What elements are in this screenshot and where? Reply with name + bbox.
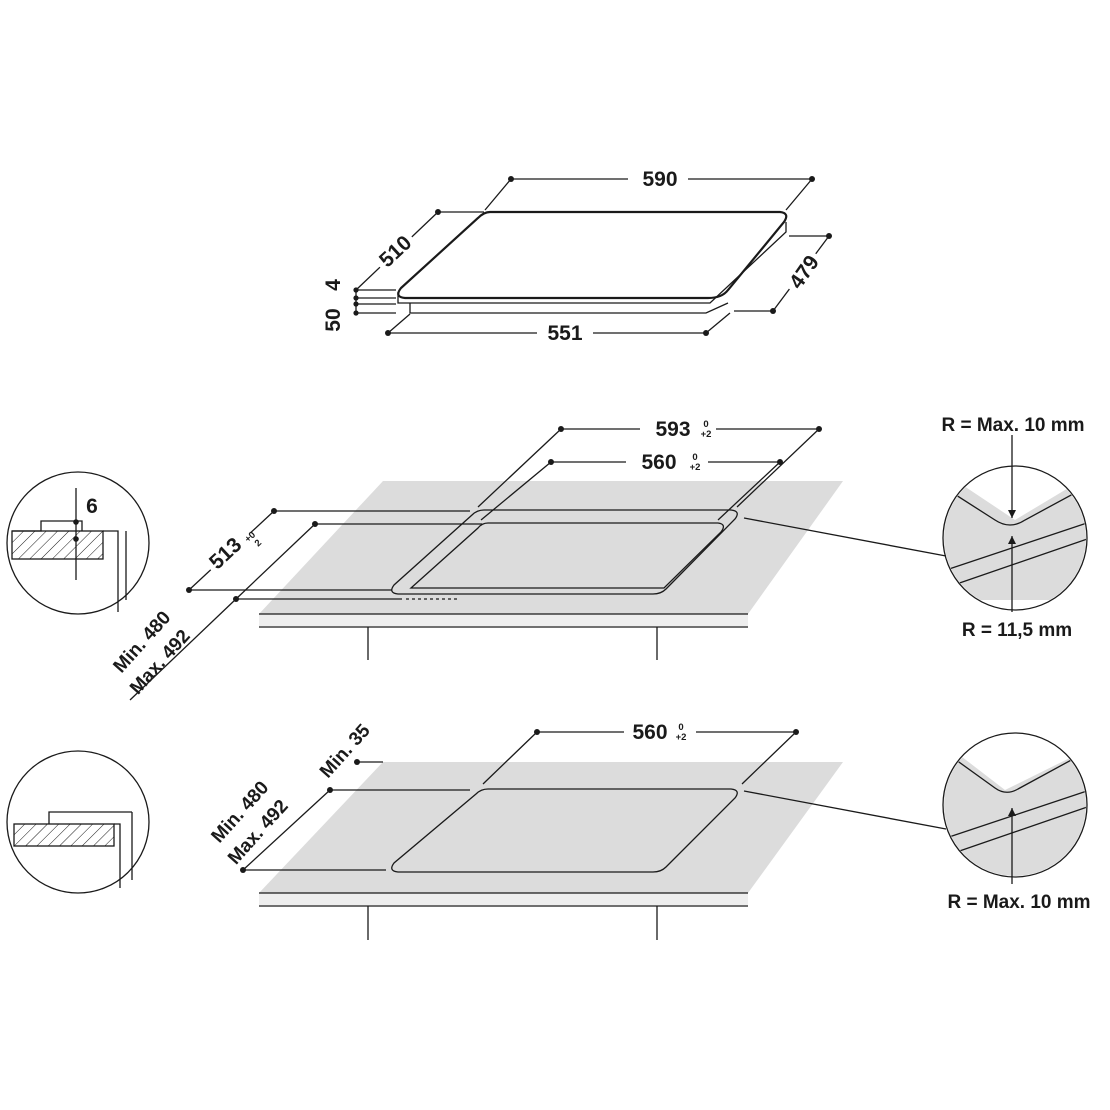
svg-text:0: 0 xyxy=(703,419,708,430)
dim-cut-width: 560 xyxy=(632,721,667,744)
dim-outer-cut-width: 593 xyxy=(655,418,690,441)
svg-text:+2: +2 xyxy=(701,429,712,440)
corner-radius-detail-2: R = Max. 10 mm xyxy=(743,732,1091,913)
through-cut xyxy=(391,788,738,873)
dim-body-width: 551 xyxy=(547,322,582,345)
svg-text:0: 0 xyxy=(692,452,697,463)
through-cut-inner xyxy=(409,522,725,589)
dim-body-height: 50 xyxy=(322,308,345,331)
dim-front-margin: Min. 35 xyxy=(316,720,375,782)
svg-text:+2: +2 xyxy=(690,462,701,473)
standard-section-detail xyxy=(6,750,150,894)
hob-glass-edge xyxy=(397,222,787,304)
rebate-section-detail: 6 xyxy=(6,471,150,615)
svg-text:0: 0 xyxy=(678,722,683,733)
standard-install-view: 560 0 +2 Min. 35 Min. 480 Max. 492 xyxy=(6,717,1091,940)
corner-radius-outer-label: R = Max. 10 mm xyxy=(941,415,1084,436)
countertop-surface xyxy=(259,481,843,614)
corner-radius-inner-label: R = 11,5 mm xyxy=(962,620,1072,641)
countertop-surface-2 xyxy=(259,762,843,893)
svg-text:+2: +2 xyxy=(676,732,687,743)
corner-radius-label-2: R = Max. 10 mm xyxy=(947,892,1090,913)
dim-rebate-depth: 6 xyxy=(86,495,98,518)
dim-glass-thickness: 4 xyxy=(322,279,345,291)
svg-text:2: 2 xyxy=(253,538,264,550)
corner-radius-detail: R = Max. 10 mm R = 11,5 mm xyxy=(743,415,1088,641)
dim-inner-cut-width: 560 xyxy=(641,451,676,474)
rebate-cut-outer xyxy=(391,509,738,595)
dim-hob-width: 590 xyxy=(642,168,677,191)
hob-body xyxy=(409,302,729,314)
countertop-front-edge xyxy=(259,614,748,626)
hob-view: 590 510 4 50 551 479 xyxy=(322,164,832,346)
flush-install-view: 593 0 +2 560 0 +2 513 +0 2 Min. 480 Max.… xyxy=(6,414,1088,701)
hob-glass-top xyxy=(397,210,788,300)
